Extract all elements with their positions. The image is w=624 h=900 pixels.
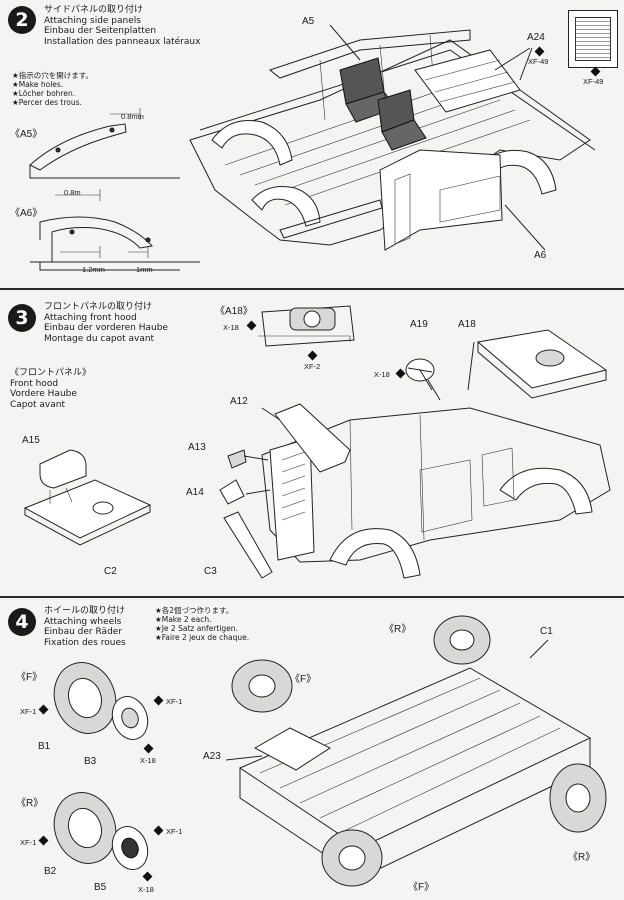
note-fr: ★Percer des trous. (12, 98, 82, 107)
part-a19-label: A19 (410, 319, 428, 330)
step-notes: ★指示の穴を開けます。 ★Make holes. ★Löcher bohren.… (12, 71, 93, 107)
subtitle-de: Vordere Haube (10, 389, 77, 399)
rear-wheel-label: 《R》 (16, 798, 44, 809)
dim-label: 1mm (136, 265, 153, 274)
title-en: Attaching front hood (44, 312, 137, 323)
step-4-drawing (53, 615, 607, 887)
note-en: ★Make 2 each. (155, 615, 212, 624)
part-a18-label: A18 (458, 319, 476, 330)
part-a5-label: A5 (302, 16, 315, 27)
paint-label: XF-1 (166, 697, 183, 706)
paint-label: XF-1 (20, 707, 37, 716)
title-en: Attaching wheels (44, 616, 122, 627)
title-de: Einbau der vorderen Haube (44, 323, 168, 333)
panel-swatch-icon (575, 17, 611, 61)
part-c3-label: C3 (204, 566, 217, 577)
part-c2-label: C2 (104, 566, 117, 577)
note-jp: ★各2個づつ作ります。 (155, 606, 234, 615)
title-fr: Installation des panneaux latéraux (44, 36, 201, 47)
detail-a18-label: 《A18》 (215, 306, 253, 317)
part-a15-label: A15 (22, 435, 40, 446)
paint-label: XF-49 (583, 77, 604, 86)
step-title: サイドパネルの取り付け Attaching side panels Einbau… (44, 5, 200, 47)
paint-label: XF-2 (304, 362, 321, 371)
paint-label: X-18 (140, 756, 156, 765)
part-b5-label: B5 (94, 882, 107, 893)
dim-label: 0.8m (64, 188, 81, 197)
part-c1-label: C1 (540, 626, 553, 637)
title-de: Einbau der Räder (44, 627, 123, 637)
title-fr: Fixation des roues (44, 637, 126, 648)
title-jp: ホイールの取り付け (44, 606, 126, 616)
detail-a6-label: 《A6》 (10, 208, 43, 219)
step-3-drawing (23, 305, 611, 579)
part-a23-label: A23 (203, 751, 221, 762)
front-wheel-label: 《F》 (408, 882, 435, 893)
paint-label: X-18 (374, 370, 390, 379)
dim-label: 0.8mm (121, 112, 144, 121)
rear-wheel-label: 《R》 (568, 852, 596, 863)
step-title: ホイールの取り付け Attaching wheels Einbau der Rä… (44, 606, 126, 648)
note-en: ★Make holes. (12, 80, 64, 89)
part-a13-label: A13 (188, 442, 206, 453)
subtitle-fr: Capot avant (10, 399, 65, 410)
front-wheel-label: 《F》 (16, 672, 43, 683)
subtitle-jp: 《フロントパネル》 (10, 368, 92, 378)
paint-swatch-box (568, 10, 618, 68)
part-a14-label: A14 (186, 487, 204, 498)
dim-label: 1.2mm (82, 265, 105, 274)
note-fr: ★Faire 2 jeux de chaque. (155, 633, 250, 642)
rear-wheel-label: 《R》 (384, 624, 412, 635)
title-en: Attaching side panels (44, 15, 141, 26)
part-b1-label: B1 (38, 741, 51, 752)
part-a24-label: A24 (527, 32, 545, 43)
title-fr: Montage du capot avant (44, 333, 155, 344)
step-number: 4 (8, 608, 36, 636)
part-a12-label: A12 (230, 396, 248, 407)
note-de: ★Löcher bohren. (12, 89, 76, 98)
paint-label: XF-1 (20, 838, 37, 847)
part-b2-label: B2 (44, 866, 57, 877)
note-jp: ★指示の穴を開けます。 (12, 71, 93, 80)
title-jp: フロントパネルの取り付け (44, 302, 153, 312)
paint-label: XF-49 (528, 57, 549, 66)
part-b3-label: B3 (84, 756, 97, 767)
subtitle-en: Front hood (10, 378, 59, 389)
detail-a5-label: 《A5》 (10, 129, 43, 140)
step-3-panel: 3 フロントパネルの取り付け Attaching front hood Einb… (0, 290, 624, 598)
front-wheel-label: 《F》 (290, 674, 317, 685)
paint-label: X-18 (138, 885, 154, 894)
title-de: Einbau der Seitenplatten (44, 26, 157, 36)
title-jp: サイドパネルの取り付け (44, 5, 144, 15)
front-hood-subtitle: 《フロントパネル》 Front hood Vordere Haube Capot… (10, 368, 91, 410)
step-notes: ★各2個づつ作ります。 ★Make 2 each. ★Je 2 Satz anf… (155, 606, 249, 642)
part-a6-label: A6 (534, 250, 547, 261)
step-2-panel: 2 サイドパネルの取り付け Attaching side panels Einb… (0, 0, 624, 290)
step-number: 3 (8, 304, 36, 332)
step-number: 2 (8, 6, 36, 34)
paint-label: XF-1 (166, 827, 183, 836)
step-title: フロントパネルの取り付け Attaching front hood Einbau… (44, 302, 168, 344)
note-de: ★Je 2 Satz anfertigen. (155, 624, 238, 633)
step-4-panel: 4 ホイールの取り付け Attaching wheels Einbau der … (0, 598, 624, 900)
step-2-drawing (29, 24, 596, 271)
paint-label: X-18 (223, 323, 239, 332)
